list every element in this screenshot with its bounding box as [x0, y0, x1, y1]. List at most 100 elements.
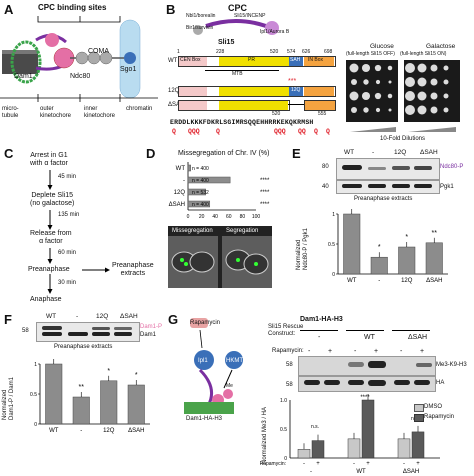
e-band-12q [392, 166, 410, 170]
e-stars: * [405, 234, 408, 241]
f-band-12q-p [92, 327, 110, 330]
segregation-label: Segregation [226, 228, 259, 234]
f-label-dam1p: Dam1-P [140, 324, 163, 330]
chart-d-title: Missegregation of Chr. IV (%) [178, 150, 270, 157]
panel-g-letter: G [168, 312, 179, 327]
g-band-ha-6 [414, 380, 430, 385]
time-45: 45 min [58, 174, 77, 180]
mutant-12q-label: 12Q [168, 88, 180, 94]
glucose-colony [387, 93, 393, 99]
12q-sah [289, 87, 303, 96]
e-x-label: WT [347, 278, 357, 284]
kinetochore-diagram [0, 16, 158, 102]
dsah-pr [219, 101, 288, 110]
g-label-ipl1: Ipl1 [198, 358, 208, 364]
galactose-colony [430, 78, 438, 86]
12q-mutation-stars: *** [288, 78, 297, 85]
in-box-label: IN Box [308, 57, 324, 63]
f-ylabel: Normalized Dam1-P / Dam1 [2, 377, 15, 420]
g-sign-6: + [420, 348, 425, 355]
galactose-colony [405, 105, 415, 115]
glucose-colony [363, 79, 369, 85]
label-chromatin: chromatin [126, 106, 153, 112]
g-band-ha-1 [304, 380, 320, 385]
d-tick-label: ΔSAH [169, 202, 185, 208]
sah-label: SAH [290, 57, 301, 63]
g-y-tick: 0.5 [280, 427, 287, 433]
f-band-dsah [114, 332, 132, 336]
galactose-colony [430, 64, 438, 72]
pos-520: 520 [270, 49, 279, 55]
glucose-colony [375, 107, 381, 113]
g-mw-2: 58 [286, 382, 293, 388]
d-n-label: n = 400 [192, 166, 209, 172]
e-lane-wt: WT [344, 149, 355, 156]
e-stars: * [378, 244, 381, 251]
d-n-label: n = 400 [192, 202, 209, 208]
d-n-label: n = 400 [192, 178, 209, 184]
g-ylabel: Normalized Me3 / HA [262, 406, 268, 464]
galactose-colony [430, 92, 438, 100]
g-sign-4: + [374, 348, 379, 355]
12q-cen-box [179, 87, 207, 96]
g-sign-2: + [328, 348, 333, 355]
g-band-me3-wt-pos [368, 361, 386, 368]
g-rapa-label: Rapamycin: [272, 348, 304, 354]
d-x-tick: 0 [187, 214, 190, 220]
f-lane-neg: - [76, 313, 79, 320]
12q-mark: 12Q [291, 87, 301, 93]
glucose-colony [361, 91, 371, 101]
g-x-label: ΔSAH [403, 469, 419, 475]
q-substitution-marks: Q QQQ Q QQQ QQ Q Q [170, 128, 340, 137]
galactose-colony [417, 105, 427, 115]
g-blot-me3 [298, 356, 436, 376]
g-bar [311, 440, 325, 459]
e-lane-dsah: ΔSAH [420, 149, 438, 156]
label-dam1: Dam1 [14, 73, 33, 80]
g-group-wt: WT [364, 334, 375, 341]
glucose-colony [361, 63, 371, 73]
in-box-domain [304, 57, 334, 66]
anchor-away-diagram [184, 318, 243, 414]
time-135: 135 min [58, 212, 80, 218]
e-pgk1-band-2 [368, 184, 386, 188]
f-lane-dsah: ΔSAH [120, 313, 138, 320]
mtb-line [205, 70, 279, 71]
e-y-tick: 0.5 [328, 242, 335, 248]
panel-e-letter: E [292, 146, 301, 161]
galactose-colony [405, 77, 415, 87]
label-microtubule: micro- tubule [2, 106, 19, 119]
pr-domain [219, 57, 289, 66]
g-label-ha: HA [436, 380, 445, 386]
label-bir1: Bir1/survivin [186, 25, 214, 31]
time-60: 60 min [58, 250, 77, 256]
glucose-colony [351, 79, 357, 85]
g-bar [347, 438, 361, 459]
dilution-label: 10-Fold Dilutions [380, 136, 426, 142]
label-inner-kinetochore: inner kinetochore [84, 106, 116, 119]
dsah-cen-box [179, 101, 207, 110]
g-bar [397, 438, 411, 459]
e-band-neg [368, 167, 386, 170]
g-sign-label: - [303, 461, 305, 467]
f-band-12q [92, 332, 110, 336]
panel-a-letter: A [4, 2, 14, 17]
f-stars: * [107, 368, 110, 375]
glucose-title: Glucose [370, 43, 394, 50]
g-ns-1: n.s. [311, 424, 319, 430]
glucose-colony [374, 92, 382, 100]
sah-domain [289, 57, 303, 66]
g-sign-3: - [354, 348, 357, 355]
e-x-label: 12Q [401, 278, 413, 284]
g-legend-dmso: DMSO [424, 404, 442, 410]
g-group-line-2 [346, 330, 384, 331]
workflow-arrows [47, 170, 110, 294]
f-bar [127, 384, 145, 425]
glucose-colony [388, 108, 392, 112]
glucose-colony [375, 79, 381, 85]
q-mark-6: Q [314, 128, 318, 135]
e-lane-neg: - [372, 149, 375, 156]
cen-box-domain [179, 57, 207, 66]
e-x-label: - [378, 278, 380, 284]
